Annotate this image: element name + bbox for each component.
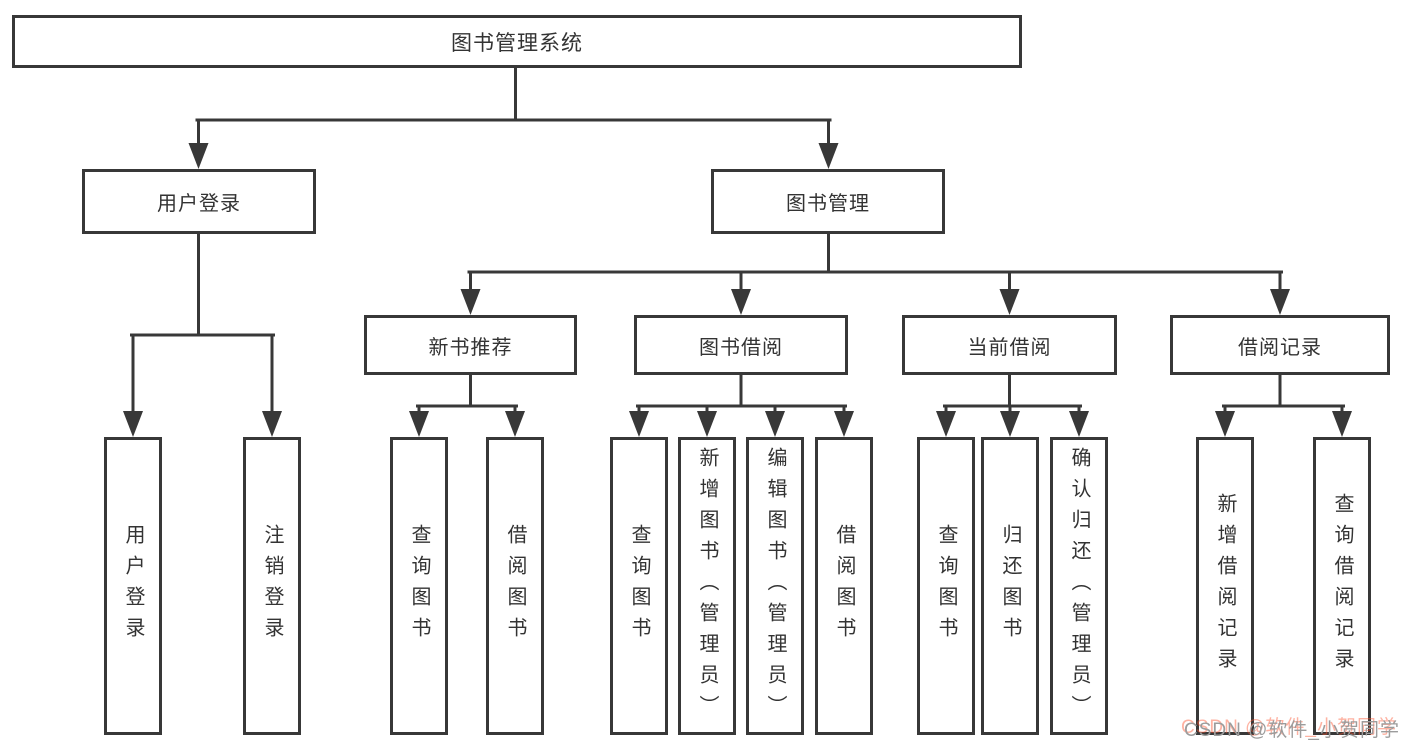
leaf-label: 归还图书 — [999, 524, 1021, 648]
connector-book-management-to-level3 — [460, 232, 1290, 315]
leaf-label: 借阅图书 — [833, 524, 855, 648]
leaf-label: 编辑图书（管理员） — [764, 446, 786, 726]
node-current-borrow: 当前借阅 — [902, 315, 1117, 375]
connector-borrow-record-to-leaves — [1215, 373, 1352, 437]
leaf-label: 查询图书 — [935, 524, 957, 648]
leaf-logout: 注销登录 — [243, 437, 301, 735]
leaf-borrow-book: 借阅图书 — [815, 437, 873, 735]
leaf-edit-book-admin: 编辑图书（管理员） — [746, 437, 804, 735]
node-user-login: 用户登录 — [82, 169, 316, 234]
leaf-label: 注销登录 — [261, 524, 283, 648]
leaf-add-borrow-record: 新增借阅记录 — [1196, 437, 1254, 735]
node-new-book-recommend: 新书推荐 — [364, 315, 577, 375]
leaf-query-book-borrow: 查询图书 — [610, 437, 668, 735]
leaf-label: 用户登录 — [122, 524, 144, 648]
leaf-label: 查询借阅记录 — [1331, 493, 1353, 679]
node-book-management: 图书管理 — [711, 169, 945, 234]
connector-new-book-recommend-to-leaves — [409, 373, 525, 437]
leaf-return-book: 归还图书 — [981, 437, 1039, 735]
csdn-watermark: CSDN @软件_小贺同学 — [1184, 720, 1400, 741]
leaf-query-book-recommend: 查询图书 — [390, 437, 448, 735]
leaf-label: 新增借阅记录 — [1214, 493, 1236, 679]
leaf-user-login: 用户登录 — [104, 437, 162, 735]
leaf-add-book-admin: 新增图书（管理员） — [678, 437, 736, 735]
leaf-label: 新增图书（管理员） — [696, 446, 718, 726]
leaf-label: 查询图书 — [408, 524, 430, 648]
connector-root-to-level2 — [188, 64, 839, 169]
node-book-borrow: 图书借阅 — [634, 315, 848, 375]
leaf-confirm-return-admin: 确认归还（管理员） — [1050, 437, 1108, 735]
leaf-label: 确认归还（管理员） — [1068, 446, 1090, 726]
leaf-query-borrow-record: 查询借阅记录 — [1313, 437, 1371, 735]
leaf-query-book-current: 查询图书 — [917, 437, 975, 735]
leaf-borrow-book-recommend: 借阅图书 — [486, 437, 544, 735]
connector-book-borrow-to-leaves — [629, 373, 854, 437]
node-borrow-record: 借阅记录 — [1170, 315, 1390, 375]
connector-current-borrow-to-leaves — [936, 373, 1089, 437]
node-root-system: 图书管理系统 — [12, 15, 1022, 68]
leaf-label: 查询图书 — [628, 524, 650, 648]
connector-user-login-to-leaves — [123, 232, 282, 437]
leaf-label: 借阅图书 — [504, 524, 526, 648]
